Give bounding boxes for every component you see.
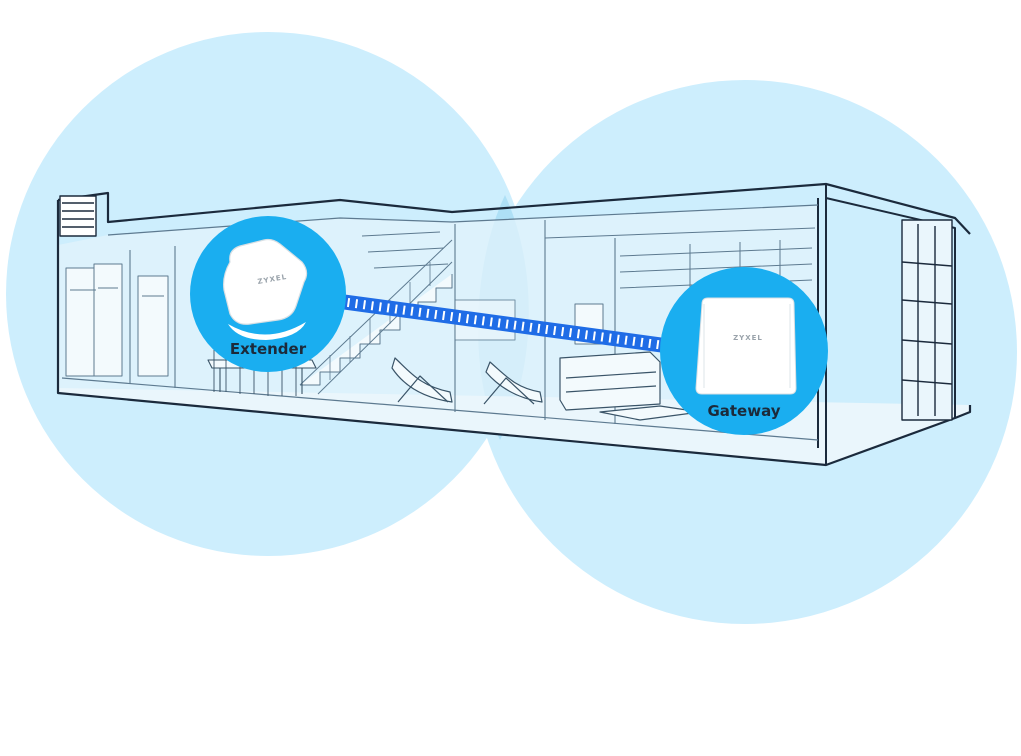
gateway-node: ZYXEL Gateway [660,267,828,435]
gateway-brand-text: ZYXEL [733,334,763,342]
extender-stand [228,322,306,340]
house-roof [57,182,971,235]
gateway-label: Gateway [707,402,780,420]
extender-node: ZYXEL Extender [190,216,346,372]
vent-slats [59,195,97,237]
sofa [559,351,701,421]
wireless-link [298,288,700,358]
lounge-chairs [391,357,543,405]
house-right-window [901,219,953,421]
extender-device-icon [223,238,308,325]
extender-label: Extender [230,340,307,358]
gateway-device-icon [695,297,797,395]
